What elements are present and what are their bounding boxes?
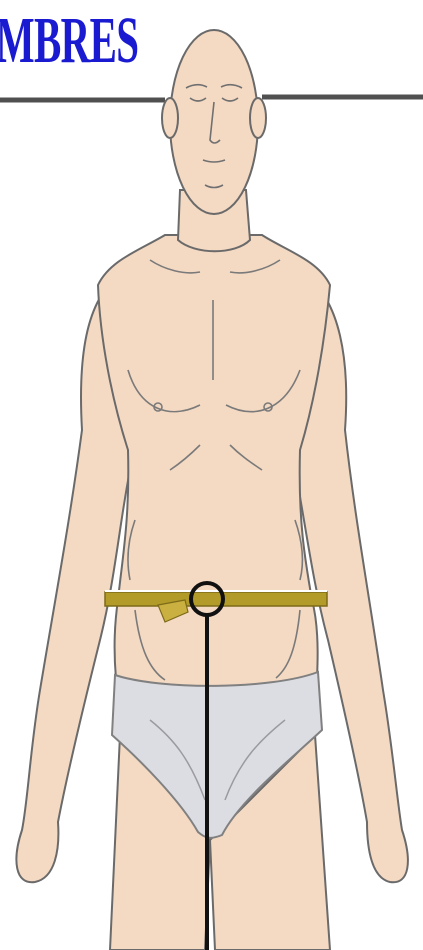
head — [170, 30, 258, 214]
measuring-tape — [105, 592, 327, 606]
right-ear — [250, 98, 266, 138]
left-ear — [162, 98, 178, 138]
